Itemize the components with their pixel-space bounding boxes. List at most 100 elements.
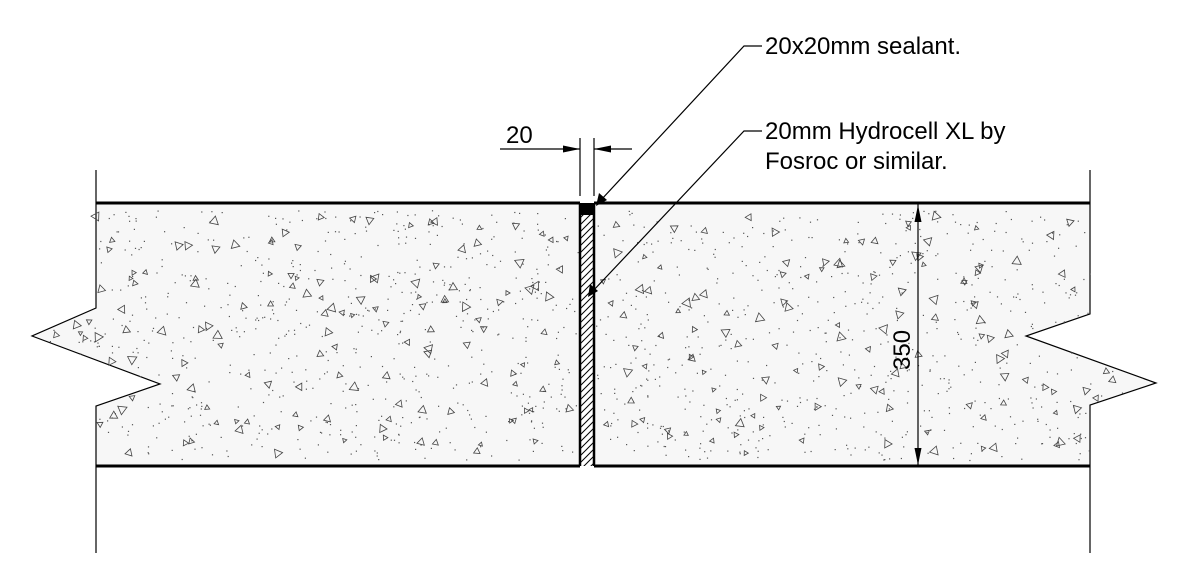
aggregate-dot <box>146 308 148 310</box>
aggregate-dot <box>1087 312 1089 314</box>
aggregate-dot <box>786 400 789 402</box>
aggregate-dot <box>532 450 534 452</box>
joint-width-label: 20 <box>506 122 533 149</box>
aggregate-dot <box>667 359 669 361</box>
aggregate-dot <box>256 317 258 319</box>
aggregate-dot <box>491 214 493 216</box>
aggregate-dot <box>537 213 539 215</box>
aggregate-dot <box>900 457 902 460</box>
aggregate-stone <box>538 230 545 237</box>
aggregate-dot <box>315 416 318 418</box>
aggregate-dot <box>147 446 150 448</box>
aggregate-dot <box>808 427 810 429</box>
aggregate-dot <box>628 210 630 212</box>
aggregate-dot <box>610 367 612 369</box>
aggregate-dot <box>127 434 129 436</box>
aggregate-stone <box>316 349 325 357</box>
aggregate-dot <box>378 419 380 421</box>
aggregate-dot <box>533 411 535 413</box>
aggregate-stone <box>461 301 472 313</box>
aggregate-dot <box>550 396 552 398</box>
aggregate-dot <box>1077 315 1079 317</box>
aggregate-dot <box>197 251 199 253</box>
aggregate-stone <box>234 418 240 425</box>
aggregate-dot <box>192 326 195 329</box>
aggregate-dot <box>98 345 100 347</box>
aggregate-dot <box>688 299 690 301</box>
aggregate-dot <box>107 431 110 433</box>
aggregate-dot <box>275 344 277 346</box>
aggregate-dot <box>519 212 521 214</box>
aggregate-dot <box>844 416 846 418</box>
aggregate-dot <box>1074 294 1077 296</box>
aggregate-dot <box>377 333 379 335</box>
aggregate-dot <box>542 426 544 428</box>
aggregate-dot <box>157 210 159 212</box>
aggregate-dot <box>355 348 357 350</box>
aggregate-dot <box>975 327 977 329</box>
aggregate-dot <box>1121 392 1124 394</box>
aggregate-dot <box>434 358 436 360</box>
aggregate-dot <box>866 313 868 315</box>
aggregate-stone <box>447 407 456 415</box>
aggregate-dot <box>186 367 188 369</box>
aggregate-dot <box>324 373 326 375</box>
aggregate-stone <box>524 407 530 414</box>
right-concrete-slab <box>594 204 1158 465</box>
aggregate-stone <box>174 241 184 251</box>
aggregate-dot <box>817 327 819 329</box>
aggregate-dot <box>243 237 245 239</box>
aggregate-dot <box>574 310 576 313</box>
aggregate-dot <box>870 374 872 376</box>
aggregate-dot <box>148 453 150 455</box>
aggregate-dot <box>316 311 318 313</box>
aggregate-dot <box>628 344 630 346</box>
aggregate-dot <box>506 439 508 442</box>
aggregate-dot <box>974 361 976 363</box>
aggregate-dot <box>664 446 667 448</box>
aggregate-stone <box>418 303 427 311</box>
aggregate-stone <box>117 405 128 416</box>
aggregate-dot <box>680 240 682 242</box>
aggregate-dot <box>976 221 978 224</box>
aggregate-dot <box>955 301 957 304</box>
aggregate-dot <box>527 362 529 364</box>
aggregate-dot <box>155 317 157 319</box>
aggregate-dot <box>381 415 383 417</box>
aggregate-dot <box>979 414 981 416</box>
aggregate-stone <box>619 310 628 319</box>
aggregate-dot <box>273 313 275 315</box>
aggregate-dot <box>261 264 263 266</box>
aggregate-dot <box>831 276 833 278</box>
aggregate-dot <box>706 423 708 425</box>
aggregate-dot <box>858 242 860 244</box>
aggregate-dot <box>295 309 298 311</box>
aggregate-stone <box>715 417 722 424</box>
aggregate-dot <box>521 298 524 300</box>
aggregate-dot <box>791 422 793 424</box>
left-concrete-slab <box>30 204 580 465</box>
aggregate-dot <box>537 223 539 225</box>
aggregate-dot <box>647 427 649 429</box>
aggregate-dot <box>140 297 142 299</box>
aggregate-dot <box>657 441 659 443</box>
aggregate-dot <box>991 266 993 268</box>
aggregate-stone <box>711 387 717 393</box>
aggregate-dot <box>300 322 302 325</box>
aggregate-dot <box>411 304 414 306</box>
aggregate-dot <box>877 411 879 413</box>
aggregate-stone <box>417 404 427 414</box>
aggregate-stone <box>429 216 438 226</box>
aggregate-dot <box>654 378 656 380</box>
aggregate-dot <box>183 337 185 339</box>
aggregate-stone <box>999 399 1008 406</box>
aggregate-dot <box>873 365 876 368</box>
aggregate-dot <box>139 376 141 378</box>
aggregate-dot <box>850 417 852 419</box>
aggregate-dot <box>376 455 378 457</box>
aggregate-stone <box>688 353 695 361</box>
aggregate-dot <box>127 285 129 287</box>
aggregate-dot <box>402 417 404 419</box>
aggregate-stone <box>734 417 745 428</box>
aggregate-dot <box>895 243 897 245</box>
